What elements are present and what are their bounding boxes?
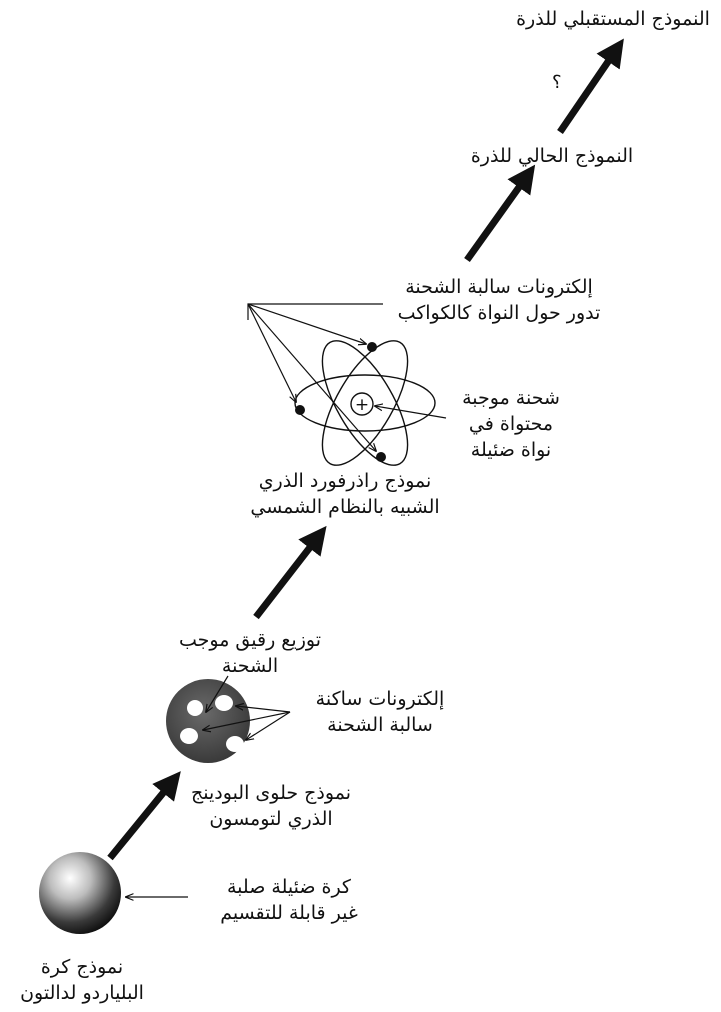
dalton-billiard-ball bbox=[39, 852, 121, 934]
progress-arrow-1 bbox=[110, 782, 172, 858]
label-positive-nucleus: شحنة موجبة محتواة في نواة ضئيلة bbox=[447, 385, 575, 463]
label-current-model: النموذج الحالي للذرة bbox=[452, 143, 652, 169]
electron-dot bbox=[180, 728, 198, 744]
rutherford-atom: + bbox=[295, 328, 435, 477]
electron-dot bbox=[215, 695, 233, 711]
progress-arrow-2 bbox=[256, 537, 318, 617]
label-solid-sphere: كرة ضئيلة صلبة غير قابلة للتقسيم bbox=[196, 874, 382, 926]
label-future-model: النموذج المستقبلي للذرة bbox=[508, 6, 718, 32]
nucleus-plus-sign: + bbox=[355, 395, 369, 415]
pointer-orbit-electron bbox=[248, 304, 296, 402]
orbiting-electron bbox=[295, 405, 305, 415]
label-static-electrons: إلكترونات ساكنة سالبة الشحنة bbox=[294, 686, 466, 738]
label-rutherford-model: نموذج راذرفورد الذري الشبيه بالنظام الشم… bbox=[234, 468, 456, 520]
electron-dot bbox=[187, 700, 203, 716]
question-mark: ؟ bbox=[552, 72, 562, 93]
progress-arrow-3 bbox=[467, 176, 527, 260]
label-dalton-model: نموذج كرة البلياردو لدالتون bbox=[4, 954, 160, 1006]
electron-dot bbox=[226, 736, 244, 752]
label-orbit-electrons: إلكترونات سالبة الشحنة تدور حول النواة ك… bbox=[368, 274, 630, 326]
orbiting-electron bbox=[367, 342, 377, 352]
pointer-nucleus bbox=[375, 406, 446, 418]
progress-arrow-4 bbox=[560, 50, 616, 132]
orbiting-electron bbox=[376, 452, 386, 462]
label-thomson-model: نموذج حلوى البودينج الذري لتومسون bbox=[166, 780, 376, 832]
pointer-bracket bbox=[248, 304, 383, 320]
label-thin-positive: توزيع رقيق موجب الشحنة bbox=[158, 627, 342, 679]
